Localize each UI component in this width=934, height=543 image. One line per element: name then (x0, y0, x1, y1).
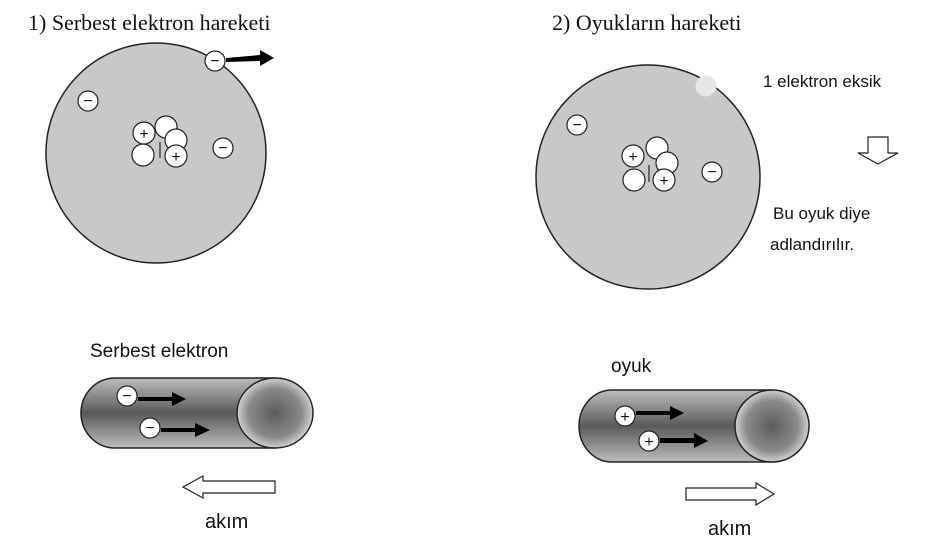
svg-text:−: − (122, 388, 131, 405)
panel2-current-label: akım (708, 518, 751, 538)
free-electron: − (205, 51, 225, 71)
atom-2: + + − − (536, 65, 760, 289)
svg-text:−: − (572, 117, 581, 134)
svg-text:−: − (83, 93, 92, 110)
svg-text:−: − (145, 420, 154, 437)
hole-particle: + (615, 406, 635, 426)
atom-1-shell (46, 43, 266, 263)
electron: − (117, 386, 137, 406)
svg-text:−: − (218, 140, 227, 157)
panel1-current-label: akım (205, 511, 248, 533)
svg-text:+: + (620, 409, 629, 426)
electron: − (567, 115, 587, 135)
proton: + (622, 145, 644, 167)
atom-1: + + − − − (46, 43, 274, 263)
electron: − (702, 162, 722, 182)
panel-free-electron: 1) Serbest elektron hareketi + + (28, 10, 313, 533)
atom-2-shell (536, 65, 760, 289)
panel-hole-movement: 2) Oyukların hareketi + + − (536, 10, 898, 538)
hole (696, 76, 716, 96)
conductor-tube-1: − − (81, 378, 313, 448)
conductor-tube-2: + + (579, 390, 809, 462)
hole-caption-line2: adlandırılır. (770, 235, 854, 254)
proton: + (653, 169, 675, 191)
free-electron-arrow (226, 50, 274, 66)
missing-electron-note: 1 elektron eksik (763, 72, 882, 91)
svg-text:+: + (628, 149, 637, 166)
panel1-tube-label: Serbest elektron (90, 341, 228, 362)
panel2-tube-label: oyuk (611, 356, 652, 377)
svg-text:+: + (644, 434, 653, 451)
panel1-heading: 1) Serbest elektron hareketi (28, 10, 271, 35)
down-arrow (858, 137, 898, 164)
svg-text:−: − (210, 53, 219, 70)
proton: + (133, 122, 155, 144)
tube-end-cap (735, 390, 809, 462)
electron: − (213, 138, 233, 158)
electron: − (78, 91, 98, 111)
hole-caption-line1: Bu oyuk diye (773, 204, 870, 223)
current-arrow-left (183, 476, 275, 498)
hole-particle: + (639, 431, 659, 451)
svg-text:−: − (707, 164, 716, 181)
electron: − (140, 418, 160, 438)
current-arrow-right (686, 483, 774, 505)
svg-text:+: + (139, 126, 148, 143)
svg-text:+: + (171, 149, 180, 166)
proton: + (165, 145, 187, 167)
tube-end-cap (237, 378, 313, 448)
svg-text:+: + (659, 173, 668, 190)
panel2-heading: 2) Oyukların hareketi (552, 10, 741, 35)
